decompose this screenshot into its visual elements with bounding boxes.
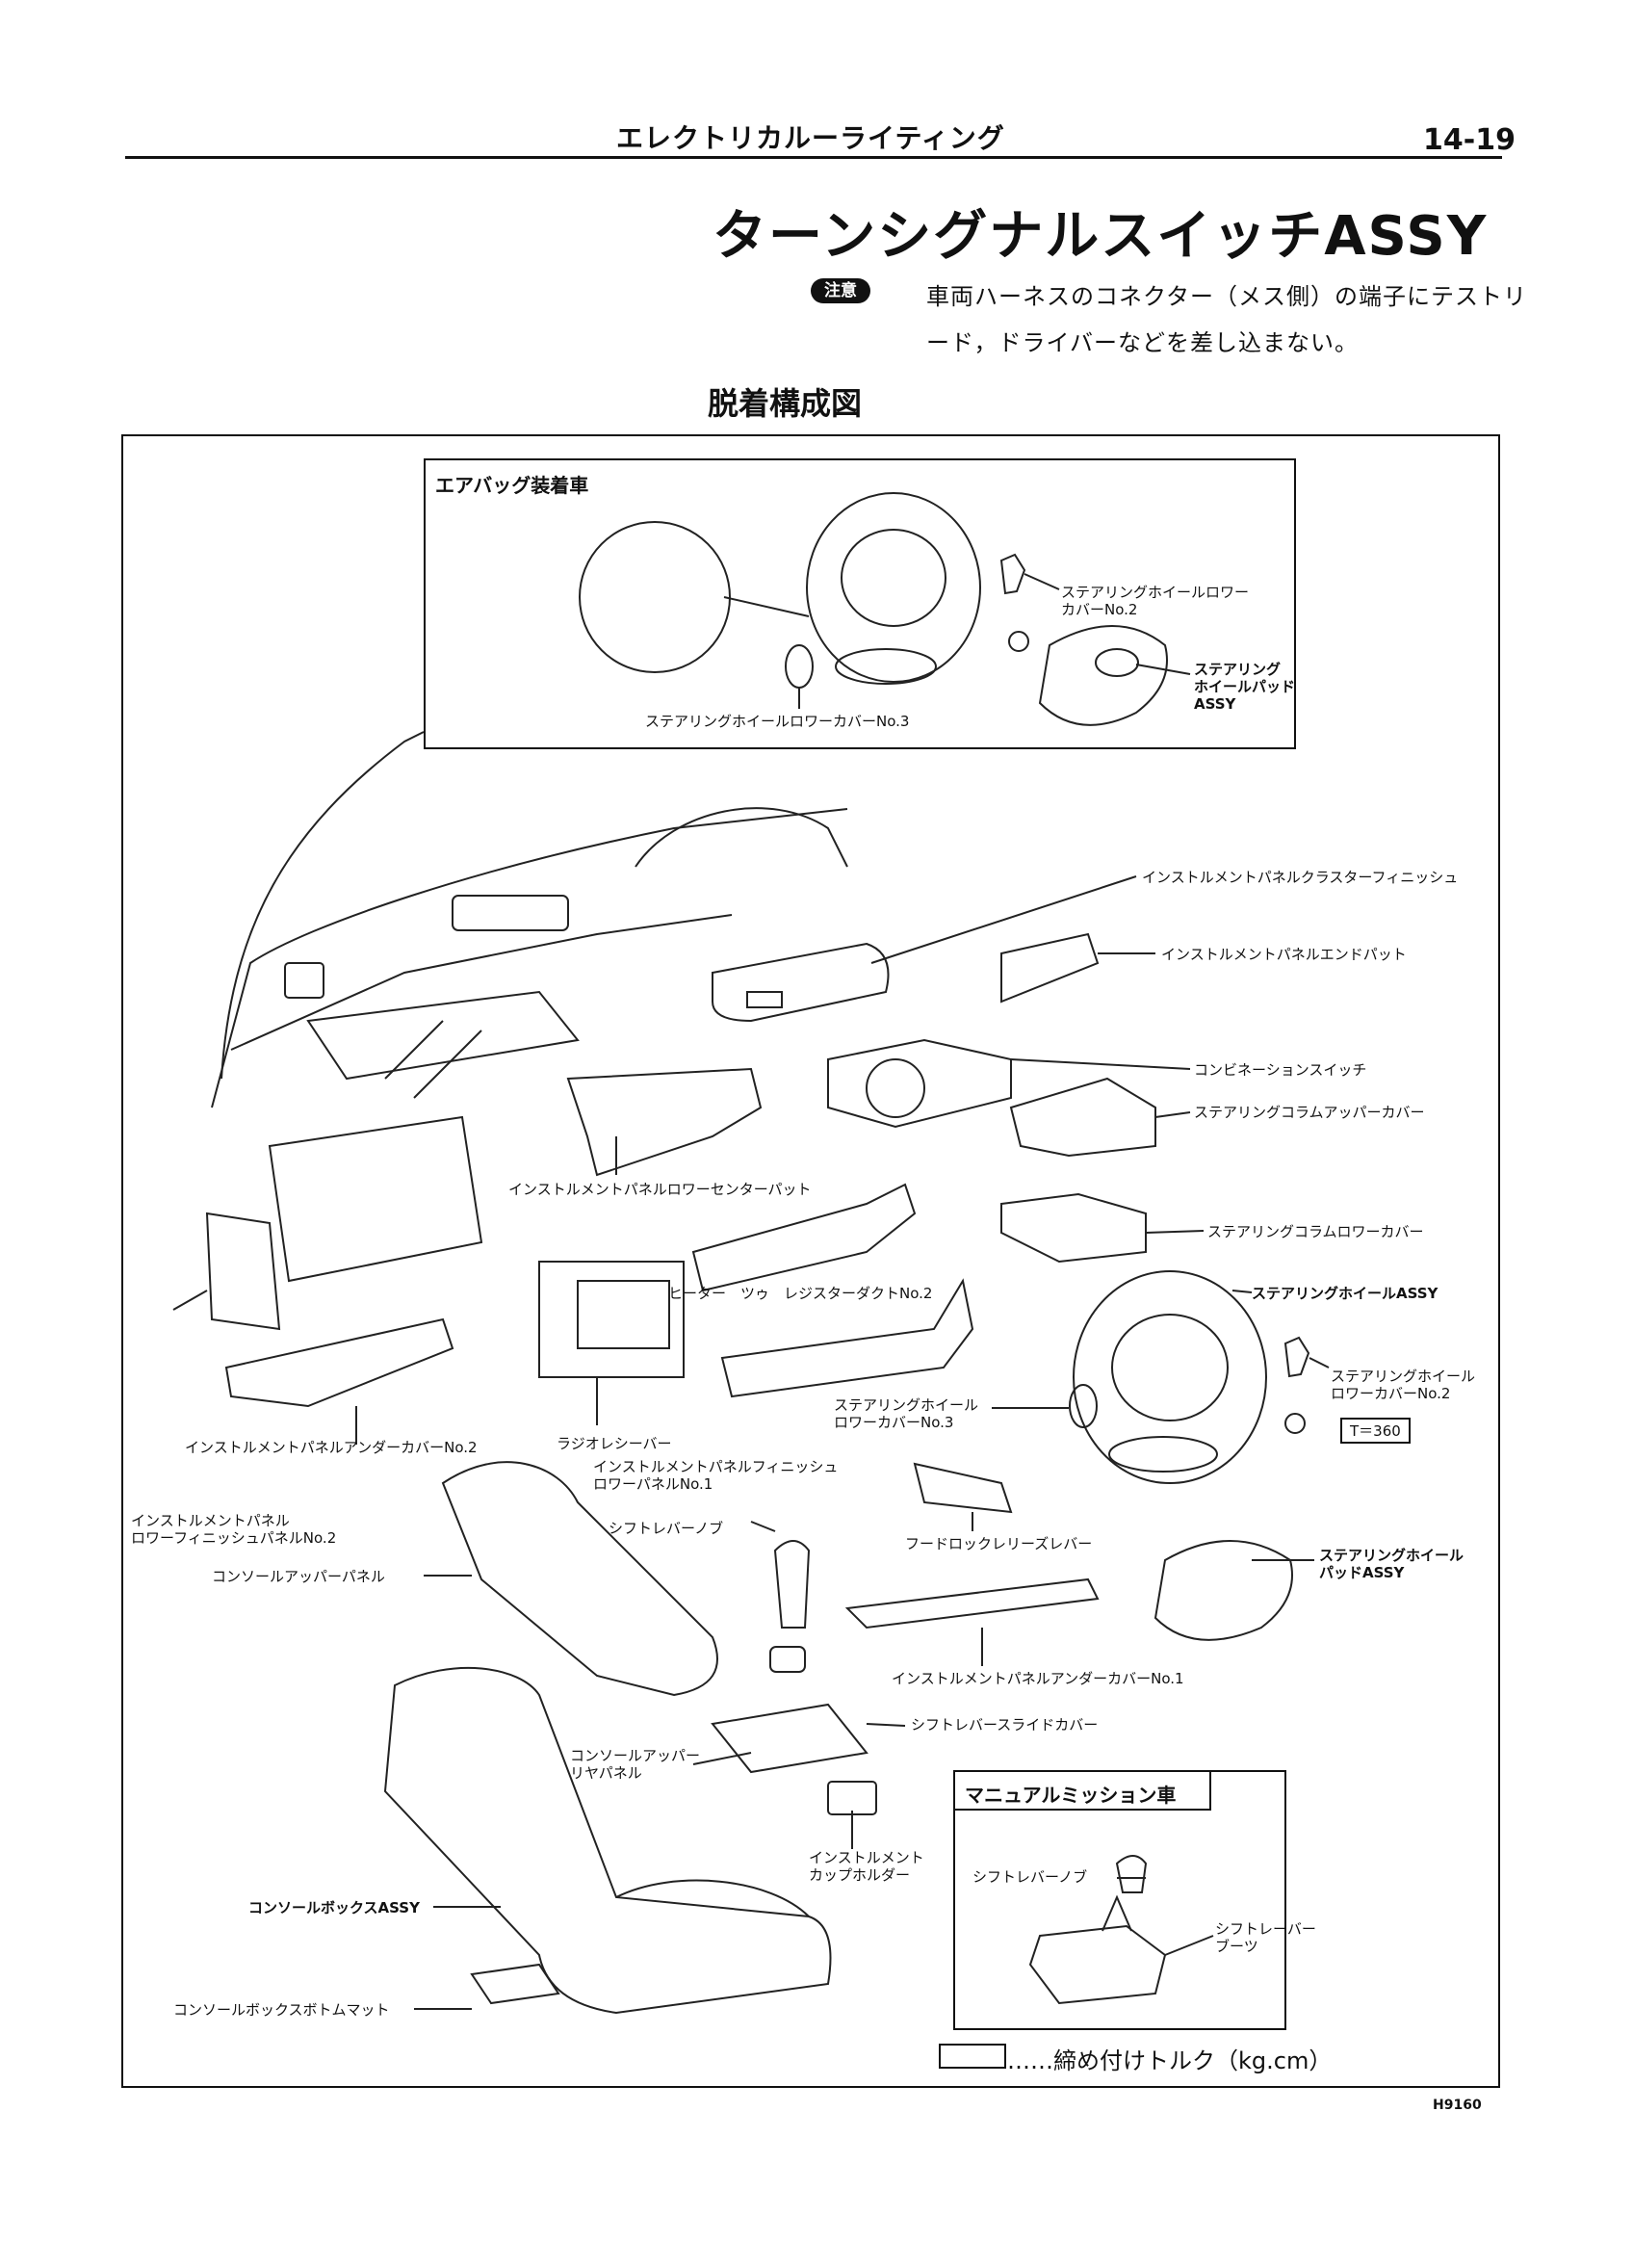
caution-badge: 注意 — [811, 278, 870, 303]
manual-inset-title-box — [953, 1770, 1211, 1811]
under-cover-2-shape — [224, 1317, 454, 1408]
label-radio-receiver: ラジオレシーバー — [557, 1435, 672, 1452]
diagram-frame — [121, 434, 1500, 2088]
label-finish-lower-panel-1: インストルメントパネルフィニッシュ ロワーパネルNo.1 — [593, 1458, 839, 1493]
manual-inset-title: マニュアルミッション車 — [965, 1784, 1177, 1807]
page-number: 14-19 — [1423, 123, 1516, 157]
label-inset-lower-cover-3: ステアリングホイールロワーカバーNo.3 — [645, 713, 910, 730]
label-inset-lower-cover-2: ステアリングホイールロワー カバーNo.2 — [1061, 584, 1250, 618]
label-end-pad: インストルメントパネルエンドパット — [1161, 946, 1407, 963]
figure-id: H9160 — [1433, 2098, 1482, 2113]
meter-hood — [635, 807, 848, 868]
header-rule — [125, 156, 1502, 159]
label-console-box-assy: コンソールボックスASSY — [248, 1899, 420, 1916]
console-upper-panel-shape — [441, 1461, 718, 1697]
lower-center-pad-shape — [566, 1067, 763, 1177]
label-manual-shift-knob: シフトレバーノブ — [972, 1868, 1088, 1886]
label-column-lower-cover: ステアリングコラムロワーカバー — [1207, 1223, 1424, 1240]
page-title: ターンシグナルスイッチASSY — [713, 205, 1489, 268]
airbag-inset-box — [424, 458, 1296, 749]
label-wheel-lower-cover-2: ステアリングホイール ロワーカバーNo.2 — [1331, 1368, 1476, 1402]
windshield-pillar — [220, 731, 425, 1080]
diagram-subtitle: 脱着構成図 — [708, 385, 863, 422]
label-console-upper-rear-panel: コンソールアッパー リヤパネル — [570, 1747, 701, 1782]
cluster-finish-shape — [712, 942, 890, 1023]
console-box-shape — [383, 1666, 832, 2015]
shift-knob-shape — [773, 1540, 811, 1629]
caution-line-2: ード，ドライバーなどを差し込まない。 — [926, 329, 1360, 356]
label-heater-duct: ヒーター ツゥ レジスターダクトNo.2 — [668, 1285, 933, 1302]
connector-detail-circle — [579, 521, 731, 673]
label-wheel-assy: ステアリングホイールASSY — [1252, 1285, 1439, 1302]
end-pad-shape — [1000, 932, 1100, 1004]
steering-wheel-shape — [1073, 1270, 1267, 1484]
torque-legend-box — [939, 2044, 1006, 2069]
label-manual-shift-boot: シフトレーバー ブーツ — [1215, 1920, 1316, 1955]
label-cluster-finish: インストルメントパネルクラスターフィニッシュ — [1142, 869, 1459, 886]
shift-boot-shape — [1028, 1924, 1167, 2005]
column-upper-cover-shape — [1009, 1077, 1156, 1158]
label-lower-finish-panel-2: インストルメントパネル ロワーフィニッシュパネルNo.2 — [131, 1512, 337, 1547]
cup-holder-shape — [827, 1781, 877, 1815]
label-column-upper-cover: ステアリングコラムアッパーカバー — [1194, 1104, 1425, 1121]
label-lower-center-pad: インストルメントパネルロワーセンターパット — [508, 1181, 812, 1198]
label-wheel-pad-assy: ステアリングホイール パッドASSY — [1319, 1547, 1465, 1581]
torque-value-box: T＝360 — [1340, 1418, 1411, 1444]
section-title: エレクトリカルーライティング — [616, 122, 1005, 154]
caution-line-1: 車両ハーネスのコネクター（メス側）の端子にテストリ — [926, 283, 1528, 310]
column-lower-cover-shape — [1000, 1192, 1147, 1264]
finish-lower-panel-shape — [720, 1278, 974, 1398]
hood-lock-lever-shape — [913, 1462, 1013, 1514]
label-cup-holder: インストルメント カップホルダー — [809, 1849, 924, 1884]
label-hood-lock-lever: フードロックレリーズレバー — [905, 1535, 1093, 1552]
label-shift-knob: シフトレバーノブ — [609, 1520, 724, 1537]
airbag-inset-title: エアバッグ装着車 — [428, 470, 597, 498]
inset-steering-wheel — [806, 492, 981, 683]
manual-shift-knob-shape — [1115, 1855, 1148, 1893]
combination-switch-shape — [827, 1038, 1012, 1129]
torque-legend-text: ……締め付けトルク（kg.cm） — [1007, 2047, 1333, 2074]
bottom-mat-shape — [470, 1963, 560, 2005]
label-wheel-lower-cover-3: ステアリングホイール ロワーカバーNo.3 — [834, 1396, 979, 1431]
under-cover-1-shape — [844, 1577, 1100, 1629]
inset-airbag-pad — [1038, 625, 1168, 726]
radio-shape — [538, 1261, 685, 1378]
label-under-cover-2: インストルメントパネルアンダーカバーNo.2 — [185, 1439, 478, 1456]
label-under-cover-1: インストルメントパネルアンダーカバーNo.1 — [892, 1670, 1184, 1687]
label-console-box-mat: コンソールボックスボトムマット — [173, 2001, 390, 2019]
label-combination-switch: コンビネーションスイッチ — [1194, 1061, 1367, 1079]
duct-shape — [691, 1183, 917, 1292]
label-console-upper-panel: コンソールアッパーパネル — [212, 1568, 385, 1585]
glovebox-panel — [268, 1115, 483, 1283]
wheel-pad-assy-shape — [1153, 1540, 1293, 1641]
label-shift-slide-cover: シフトレバースライドカバー — [911, 1716, 1099, 1734]
shift-slide-cover-shape — [711, 1703, 868, 1774]
label-inset-wheel-pad: ステアリング ホイールパッド ASSY — [1194, 661, 1296, 713]
